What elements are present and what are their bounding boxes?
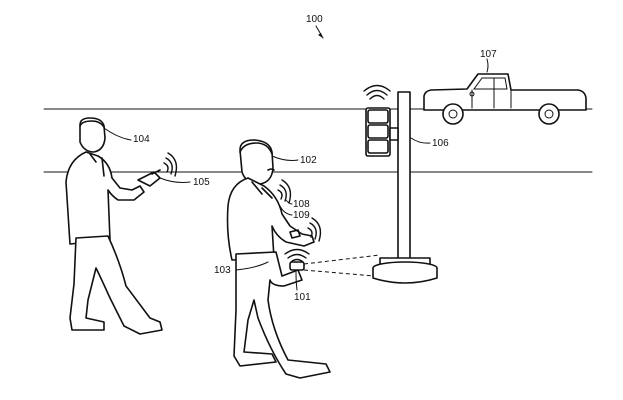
leader-102 xyxy=(271,155,299,161)
pedestrian-104 xyxy=(65,117,163,335)
beam-upper xyxy=(303,254,381,265)
wearable-wireless-icon-108 xyxy=(277,179,292,204)
traffic-signal-106 xyxy=(365,91,438,284)
vehicle-107 xyxy=(423,73,587,125)
label-105: 105 xyxy=(193,177,210,188)
leader-108 xyxy=(285,199,293,205)
label-106: 106 xyxy=(432,138,449,149)
leader-101 xyxy=(295,271,298,291)
label-109: 109 xyxy=(293,210,310,221)
hand-device-wireless-icon xyxy=(284,248,310,263)
pedestrian-102 xyxy=(226,139,331,379)
figure-number: 100 xyxy=(306,14,323,25)
leader-105 xyxy=(159,177,191,183)
phone-wireless-icon xyxy=(163,152,178,177)
label-107: 107 xyxy=(480,49,497,60)
label-108: 108 xyxy=(293,199,310,210)
leader-109 xyxy=(279,205,293,216)
leader-106 xyxy=(410,137,431,144)
figure-number-arrowhead xyxy=(318,33,323,38)
label-104: 104 xyxy=(133,134,150,145)
label-103: 103 xyxy=(214,265,231,276)
label-102: 102 xyxy=(300,155,317,166)
traffic-signal-wireless-icon xyxy=(363,84,391,100)
leader-103 xyxy=(235,261,269,271)
leader-104 xyxy=(103,127,132,141)
leader-107 xyxy=(486,58,489,73)
label-101: 101 xyxy=(294,292,311,303)
beam-lower xyxy=(303,269,375,277)
wrist-wireless-icon xyxy=(307,217,322,242)
